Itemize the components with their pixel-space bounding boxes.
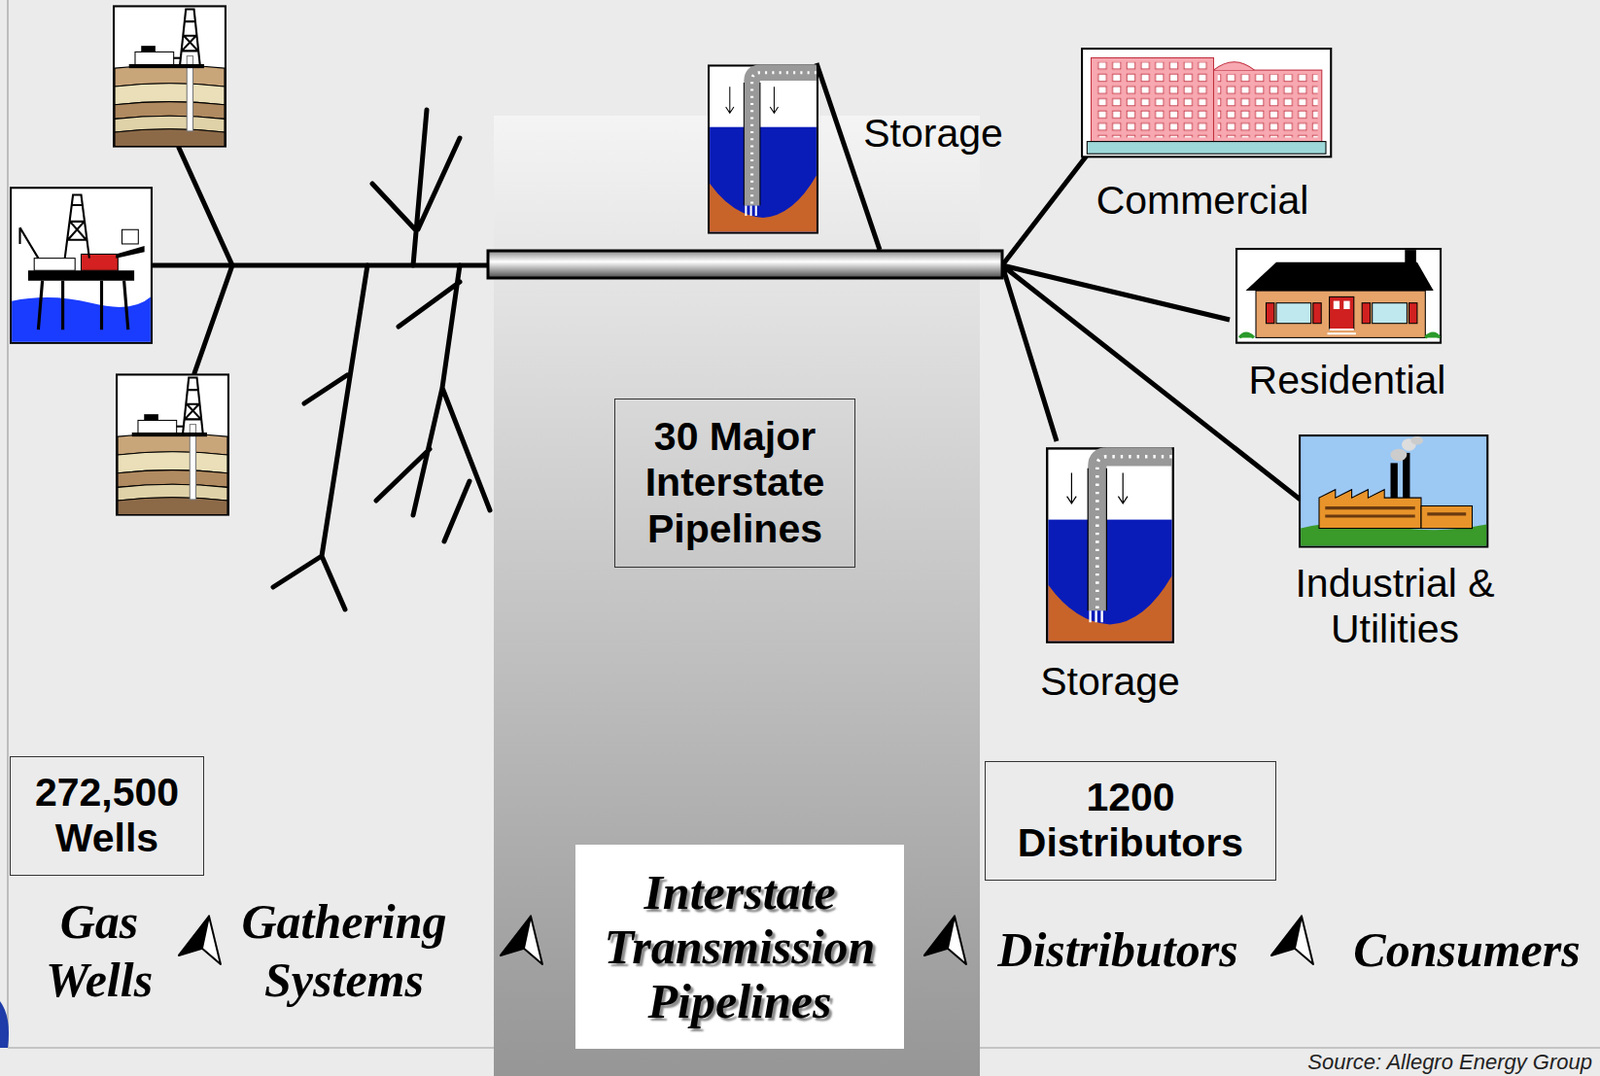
node-text: Residential — [1249, 357, 1447, 404]
stage-label: Gas Wells — [26, 892, 173, 1009]
consumer-label: Commercial — [1096, 177, 1310, 224]
node-text: 1200 Distributors — [995, 774, 1266, 867]
gathering-lines — [152, 109, 490, 610]
storage-label: Storage — [863, 110, 1004, 157]
commercial-building-icon — [1081, 48, 1331, 157]
node-text: 30 Major Interstate Pipelines — [625, 414, 845, 552]
consumer-label: Residential — [1249, 357, 1447, 404]
storage-icon — [708, 65, 818, 233]
consumer-label: Industrial & Utilities — [1283, 560, 1507, 653]
node-text: Storage — [863, 110, 1004, 157]
count-box: 1200 Distributors — [984, 761, 1277, 881]
stage-title-box: Interstate Transmission Pipelines — [575, 844, 905, 1049]
node-text: Storage — [1040, 659, 1181, 705]
frame-line — [6, 0, 9, 1048]
node-text: Industrial & Utilities — [1283, 560, 1507, 653]
source-note: Source: Allegro Energy Group — [1307, 1050, 1593, 1075]
node-text: Commercial — [1096, 177, 1310, 224]
node-text: Interstate Transmission Pipelines — [587, 865, 893, 1029]
offshore-rig-icon — [10, 187, 152, 344]
count-box: 30 Major Interstate Pipelines — [614, 398, 856, 568]
stage-label: Gathering Systems — [227, 892, 461, 1009]
industrial-plant-icon — [1299, 435, 1488, 547]
logo-corner — [0, 1001, 9, 1048]
stage-label: Consumers — [1353, 920, 1580, 979]
stage-label: Distributors — [997, 920, 1238, 979]
node-text: 272,500 Wells — [20, 769, 194, 862]
count-box: 272,500 Wells — [9, 756, 205, 876]
gas-well-icon — [113, 5, 226, 146]
residential-house-icon — [1236, 248, 1441, 344]
pipeline-bar — [487, 250, 1003, 279]
storage-icon — [1046, 448, 1174, 642]
storage-label: Storage — [1040, 659, 1181, 705]
gas-well-icon — [116, 374, 229, 515]
